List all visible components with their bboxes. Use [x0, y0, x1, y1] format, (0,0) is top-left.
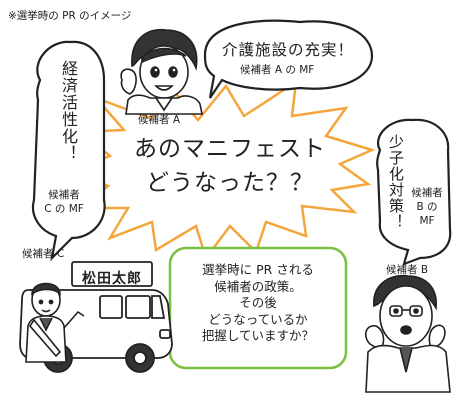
headline-line-2: どうなった？？: [146, 170, 314, 196]
candidate-a-portrait: [120, 28, 203, 115]
manifesto-c-text: 経済活性化！: [59, 60, 78, 162]
manifesto-c-label: 候補者 C の MF: [44, 189, 84, 215]
manifesto-bubble-b: [376, 118, 452, 266]
headline-line-1: あのマニフェスト: [134, 136, 326, 162]
manifesto-a-label: 候補者 A の MF: [240, 64, 315, 76]
manifesto-b-text: 少子化対策！: [387, 134, 405, 230]
question-text: 選挙時に PR される 候補者の政策。 その後 どうなっているか 把握しています…: [201, 262, 315, 343]
candidate-c-portrait: [25, 282, 85, 363]
candidate-a-label: 候補者 A: [138, 114, 181, 126]
candidate-c-label: 候補者 C: [22, 248, 65, 260]
manifesto-b-label: 候補者 B の MF: [411, 187, 443, 227]
candidate-b-portrait: [364, 275, 451, 393]
car-sign-text: 松田太郎: [82, 271, 142, 287]
manifesto-a-text: 介護施設の充実！: [222, 41, 355, 59]
candidate-b-label: 候補者 B: [386, 264, 429, 276]
manifesto-bubble-c: [31, 40, 106, 262]
headline: あのマニフェスト どうなった？？: [120, 132, 340, 200]
question-box: [168, 246, 348, 370]
manifesto-bubble-a: [203, 19, 374, 99]
note-text: ※選挙時の PR のイメージ: [8, 10, 132, 22]
